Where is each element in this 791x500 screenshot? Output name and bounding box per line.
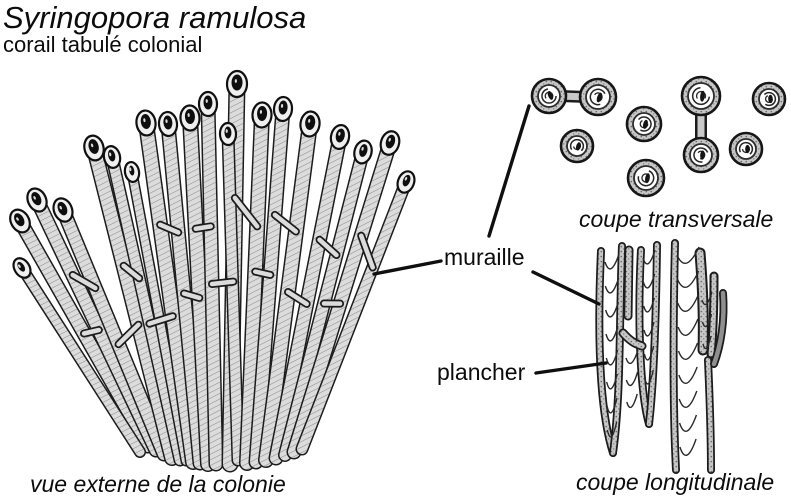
caption-transverse-section: coupe transversale — [579, 206, 774, 232]
colony-illustration — [9, 69, 416, 473]
caption-colony-view: vue externe de la colonie — [30, 471, 286, 497]
label-plancher: plancher — [437, 359, 526, 385]
caption-longitudinal-section: coupe longitudinale — [576, 469, 775, 495]
pointer-lines — [372, 104, 608, 375]
longitudinal-section-illustration — [595, 239, 728, 474]
label-muraille: muraille — [444, 244, 525, 270]
species-title: Syringopora ramulosa — [3, 0, 307, 35]
species-subtitle: corail tabulé colonial — [3, 32, 203, 57]
transverse-section-illustration — [530, 75, 787, 198]
